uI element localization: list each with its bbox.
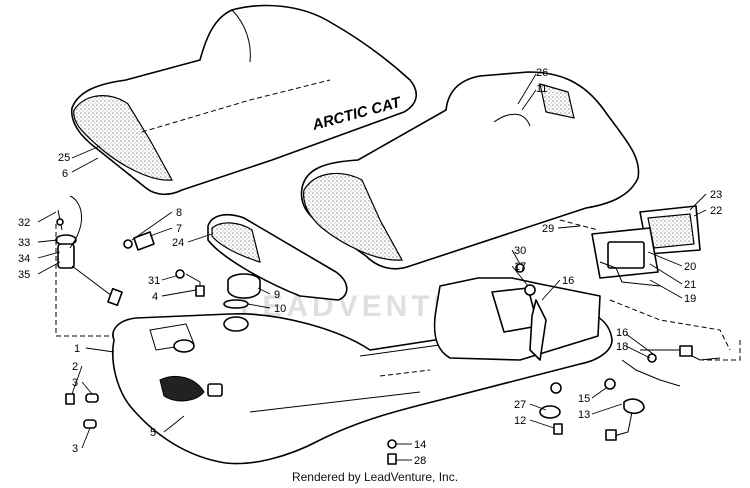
callout-31: 31 [148,275,160,287]
taillight [559,205,701,287]
callout-13: 13 [578,409,590,421]
callout-16b: 16 [616,327,628,339]
callout-21: 21 [684,279,696,291]
callout-23: 23 [710,189,722,201]
group-outline-right [702,340,741,361]
callout-4: 4 [152,291,158,303]
callout-35: 35 [18,269,30,281]
callout-5: 5 [150,427,156,439]
callout-9: 9 [274,289,280,301]
callout-3a: 3 [72,377,78,389]
callout-17: 17 [514,261,526,273]
group-outline-left [55,224,114,337]
callout-22: 22 [710,205,722,217]
callout-16a: 16 [562,275,574,287]
callout-30: 30 [514,245,526,257]
callout-29: 29 [542,223,554,235]
callout-8: 8 [176,207,182,219]
leader-lines [37,73,707,461]
callout-14: 14 [414,439,426,451]
callout-2: 2 [72,361,78,373]
front-seat: ARCTIC CAT [71,4,417,196]
callout-18: 18 [616,341,628,353]
callout-19: 19 [684,293,696,305]
fuel-pump [55,195,123,307]
fuel-tank [111,277,613,465]
callout-34: 34 [18,253,30,265]
callout-labels: 25 6 26 11 32 33 34 35 8 7 24 31 4 9 10 … [18,67,722,467]
callout-24: 24 [172,237,184,249]
callout-12: 12 [514,415,526,427]
callout-3b: 3 [72,443,78,455]
callout-11: 11 [536,83,547,95]
wiring-harness [604,299,731,441]
callout-28: 28 [414,455,426,467]
side-panel [207,213,348,301]
callout-32: 32 [18,217,30,229]
fuel-cap [223,273,261,309]
callout-27: 27 [514,399,526,411]
callout-26: 26 [536,67,548,79]
callout-6: 6 [62,168,68,180]
callout-7: 7 [176,223,182,235]
rear-seat [300,71,640,270]
callout-20: 20 [684,261,696,273]
callout-25: 25 [58,152,70,164]
render-credit: Rendered by LeadVenture, Inc. [291,470,459,484]
callout-1: 1 [74,343,80,355]
callout-33: 33 [18,237,30,249]
callout-10: 10 [274,303,286,315]
callout-15: 15 [578,393,590,405]
